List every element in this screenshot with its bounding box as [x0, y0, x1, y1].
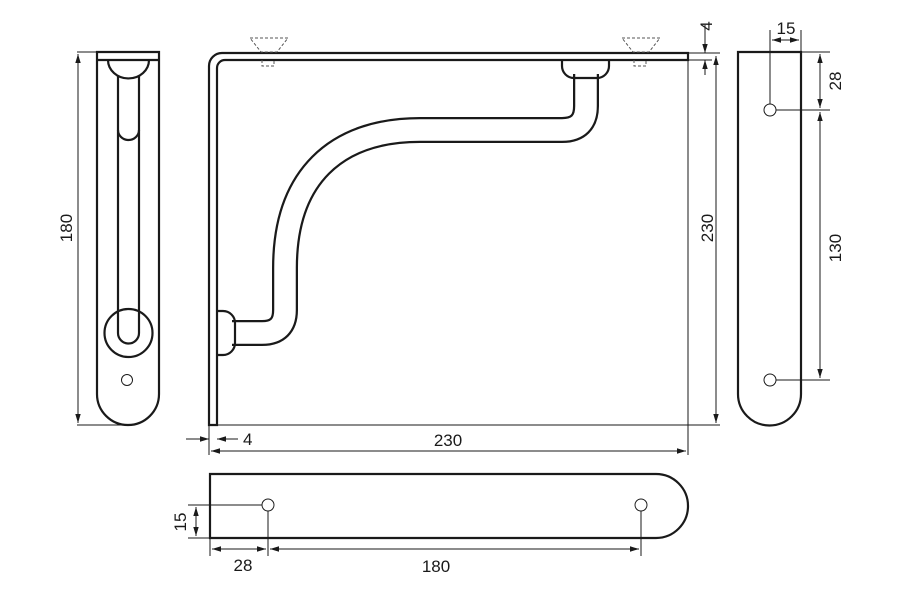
dim-hole-spacing: 130 — [826, 234, 845, 262]
bottom-view: 15 28 180 — [171, 472, 690, 576]
front-view: 4 230 4 230 — [186, 21, 720, 455]
dim-bottom-hole-spacing: 180 — [422, 557, 450, 576]
dim-hole-offset-x: 15 — [777, 19, 796, 38]
mounting-hole — [121, 374, 133, 386]
side-view-right: 15 28 130 — [736, 19, 845, 427]
mounting-hole — [634, 498, 648, 512]
mounting-hole — [261, 498, 275, 512]
dim-front-width: 230 — [434, 431, 462, 450]
dim-front-height: 230 — [698, 214, 717, 242]
dim-bottom-thickness: 4 — [243, 430, 252, 449]
dim-bottom-hole-offset-y: 15 — [171, 513, 190, 532]
dim-top-thickness: 4 — [697, 21, 716, 30]
screw-icon — [248, 37, 290, 67]
dim-side-height: 180 — [57, 214, 76, 242]
mounting-hole — [763, 373, 777, 387]
screw-icon — [620, 37, 662, 67]
dim-bottom-hole-offset-x: 28 — [234, 556, 253, 575]
side-view-left: 180 — [57, 50, 161, 427]
mounting-hole — [763, 103, 777, 117]
dim-hole-offset-top: 28 — [826, 72, 845, 91]
